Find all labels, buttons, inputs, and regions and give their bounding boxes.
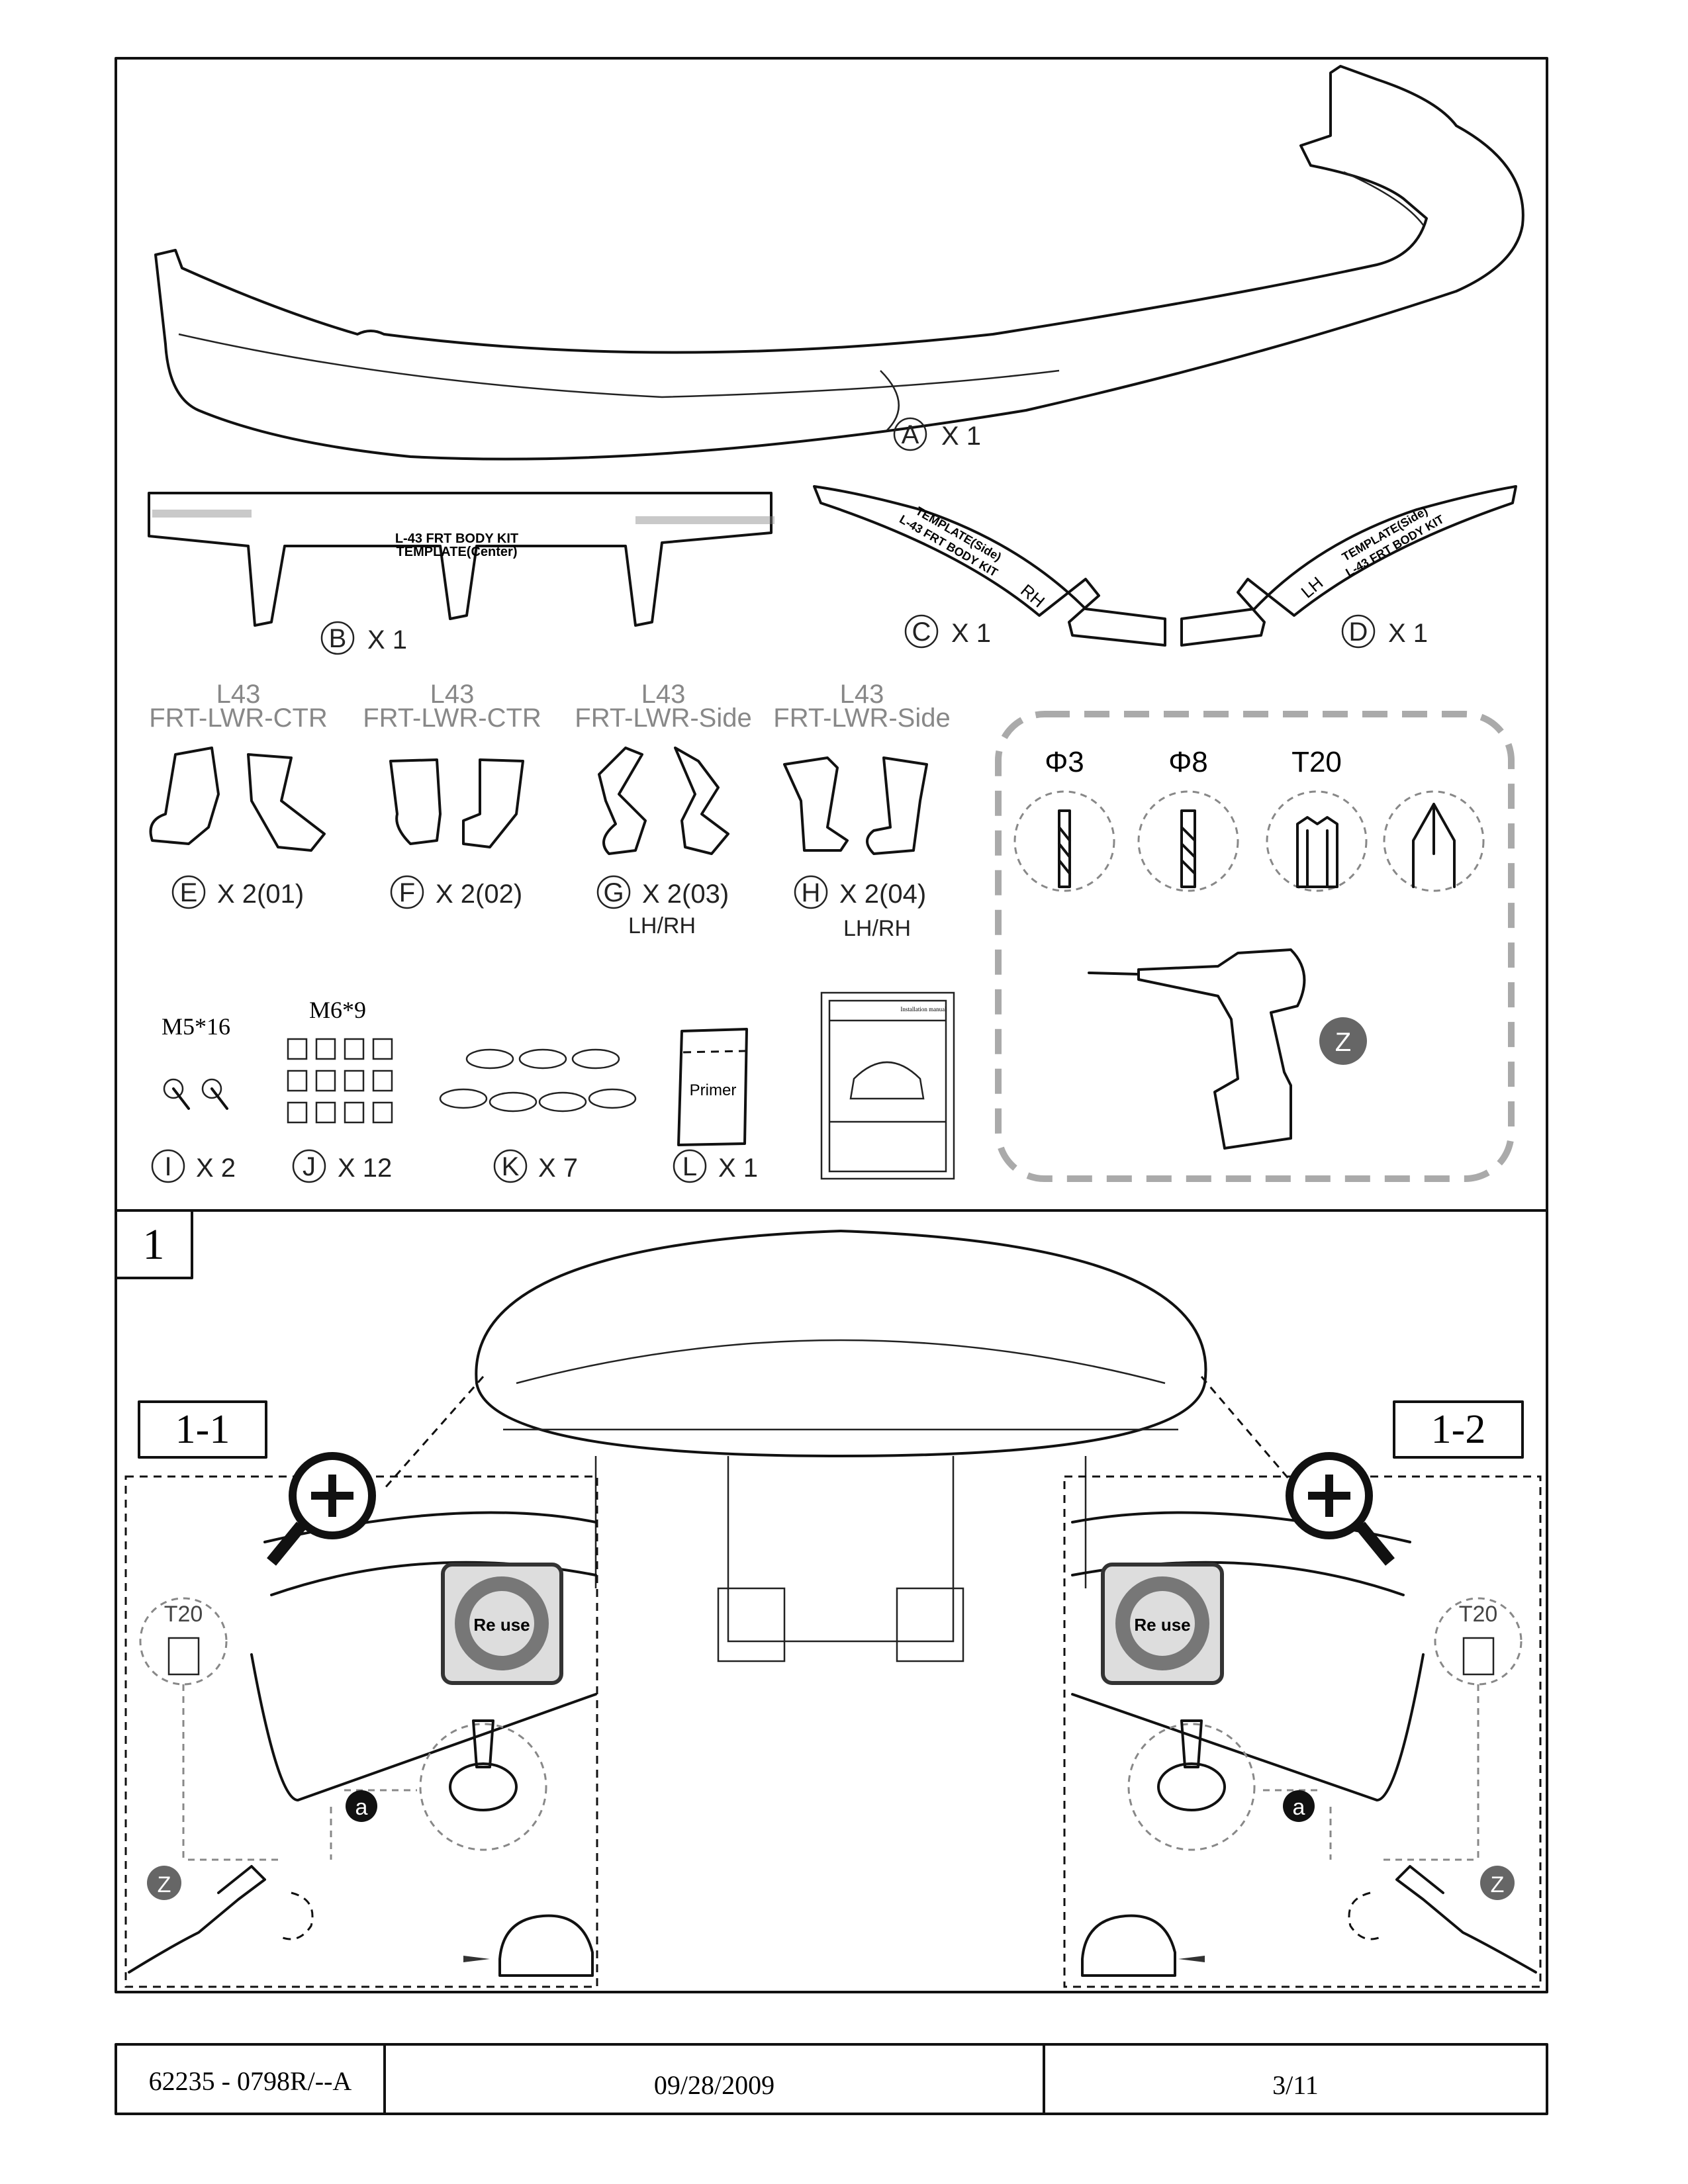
- torx-bit-icon: [1266, 790, 1368, 892]
- part-e-bracket: L43 FRT-LWR-CTR E X 2(01): [149, 680, 328, 909]
- part-qty-j: X 12: [338, 1154, 392, 1183]
- zoom-in-magnifier-icon: [267, 1452, 376, 1566]
- part-h-bracket: L43 FRT-LWR-Side H X 2(04) LH/RH: [773, 680, 950, 941]
- part-qty-i: X 2: [196, 1154, 236, 1183]
- part-d-side-template-lh: L-43 FRT BODY KIT TEMPLATE(Side) LH D X …: [1180, 485, 1517, 649]
- drill-bit-8mm-label: Φ8: [1168, 746, 1208, 778]
- screw-marker-a-right: a: [1293, 1795, 1305, 1820]
- document-date: 09/28/2009: [654, 2070, 774, 2100]
- drill-marker-right: Z: [1491, 1872, 1505, 1897]
- drill-tool-letter: Z: [1335, 1028, 1351, 1057]
- part-qty-g: X 2(03): [642, 880, 729, 909]
- part-qty-a: X 1: [941, 422, 981, 451]
- zoom-in-magnifier-icon: [1286, 1452, 1395, 1566]
- reuse-label: Re use: [1134, 1615, 1190, 1635]
- part-h-note: LH/RH: [843, 916, 911, 941]
- part-g-name-line1: L43: [641, 680, 686, 709]
- part-letter-d: D: [1349, 617, 1368, 647]
- part-g-name-line2: FRT-LWR-Side: [575, 704, 751, 733]
- part-letter-c: C: [912, 617, 931, 647]
- drill-bit-3mm-label: Φ3: [1045, 746, 1084, 778]
- car-front-view-icon: [1081, 1914, 1205, 1977]
- torx-label-right: T20: [1459, 1602, 1498, 1627]
- footer-table: 62235 - 0798R/--A 09/28/2009 3/11: [115, 2043, 1548, 2115]
- substep-1-1-panel: Re use T20 a Z: [124, 1452, 598, 1988]
- part-qty-b: X 1: [367, 625, 407, 655]
- substep-1-2-panel: Re use T20 a Z: [1063, 1452, 1542, 1988]
- step-number: 1: [143, 1220, 165, 1269]
- part-letter-e: E: [180, 878, 198, 907]
- part-letter-j: J: [303, 1152, 316, 1181]
- part-e-name-line1: L43: [216, 680, 261, 709]
- part-j-clips: M6*9 J X 12: [287, 997, 393, 1183]
- reuse-label: Re use: [473, 1615, 530, 1635]
- part-c-side-template-rh: L-43 FRT BODY KIT TEMPLATE(Side) RH C X …: [813, 485, 1166, 649]
- reuse-icon: Re use: [441, 1563, 563, 1685]
- manual-title: Installation manual: [900, 1006, 947, 1013]
- part-g-bracket: L43 FRT-LWR-Side G X 2(03) LH/RH: [575, 680, 751, 938]
- drill-bit-8mm-icon: [1137, 790, 1239, 892]
- part-i-screws: M5*16 I X 2: [151, 1013, 236, 1183]
- substep-1-2-label: 1-2: [1431, 1407, 1486, 1452]
- part-qty-d: X 1: [1388, 619, 1428, 648]
- screwdriver-bit-icon: [1383, 790, 1485, 892]
- part-letter-b: B: [329, 624, 347, 653]
- part-h-name-line2: FRT-LWR-Side: [773, 704, 950, 733]
- part-qty-k: X 7: [538, 1154, 578, 1183]
- part-e-name-line2: FRT-LWR-CTR: [149, 704, 328, 733]
- part-letter-i: I: [164, 1152, 171, 1181]
- reuse-icon: Re use: [1101, 1563, 1224, 1685]
- drill-bit-3mm-icon: [1013, 790, 1115, 892]
- car-front-view-icon: [463, 1914, 594, 1977]
- torx-t20-bit-icon: T20: [1434, 1597, 1523, 1686]
- part-letter-l: L: [682, 1152, 697, 1181]
- template-d-side: LH: [1297, 572, 1327, 602]
- screw-detail-icon: [419, 1719, 547, 1851]
- part-f-name-line2: FRT-LWR-CTR: [363, 704, 541, 733]
- part-qty-c: X 1: [951, 619, 991, 648]
- part-letter-h: H: [802, 878, 821, 907]
- part-qty-l: X 1: [718, 1154, 758, 1183]
- part-g-note: LH/RH: [628, 913, 696, 938]
- part-f-bracket: L43 FRT-LWR-CTR F X 2(02): [363, 680, 541, 909]
- substep-1-1-label: 1-1: [175, 1407, 230, 1452]
- part-qty-e: X 2(01): [217, 880, 304, 909]
- drill-marker-left: Z: [158, 1872, 171, 1897]
- torx-label-left: T20: [164, 1602, 203, 1627]
- part-h-name-line1: L43: [840, 680, 884, 709]
- primer-bag-label: Primer: [690, 1081, 737, 1099]
- part-letter-a: A: [902, 420, 919, 449]
- part-letter-k: K: [502, 1152, 520, 1181]
- part-letter-f: F: [399, 878, 415, 907]
- part-k-washers: K X 7: [439, 1048, 637, 1183]
- page-number: 3/11: [1272, 2070, 1319, 2100]
- torx-t20-bit-icon: T20: [139, 1597, 228, 1686]
- main-frame: [115, 57, 1548, 1993]
- part-letter-g: G: [603, 878, 624, 907]
- part-f-name-line1: L43: [430, 680, 475, 709]
- cordless-drill-icon: Z: [1088, 948, 1367, 1150]
- installation-manual-thumbnail: Installation manual: [820, 991, 955, 1180]
- part-i-spec: M5*16: [162, 1013, 230, 1040]
- part-l-primer: Primer L X 1: [673, 1028, 758, 1183]
- car-underbody-illustration: [383, 1230, 1299, 1662]
- document-number: 62235 - 0798R/--A: [149, 2066, 352, 2096]
- screw-marker-a-left: a: [355, 1795, 368, 1820]
- torx-t20-label: T20: [1291, 746, 1342, 778]
- part-a-front-spoiler: A X 1: [154, 65, 1524, 461]
- template-b-title: L-43 FRT BODY KIT: [395, 531, 518, 546]
- template-c-side: RH: [1017, 580, 1049, 612]
- part-qty-h: X 2(04): [839, 880, 926, 909]
- template-b-subtitle: TEMPLATE(Center): [397, 545, 518, 559]
- step-1-section: 1 1-1 1-2 Re use T20 a Z: [115, 1209, 1542, 1988]
- part-j-spec: M6*9: [309, 997, 366, 1023]
- required-tools-panel: Φ3 Φ8 T20 Z: [995, 711, 1515, 1182]
- part-b-center-template: L-43 FRT BODY KIT TEMPLATE(Center) B X 1: [148, 492, 774, 655]
- part-qty-f: X 2(02): [436, 880, 522, 909]
- screw-detail-icon: [1127, 1719, 1256, 1851]
